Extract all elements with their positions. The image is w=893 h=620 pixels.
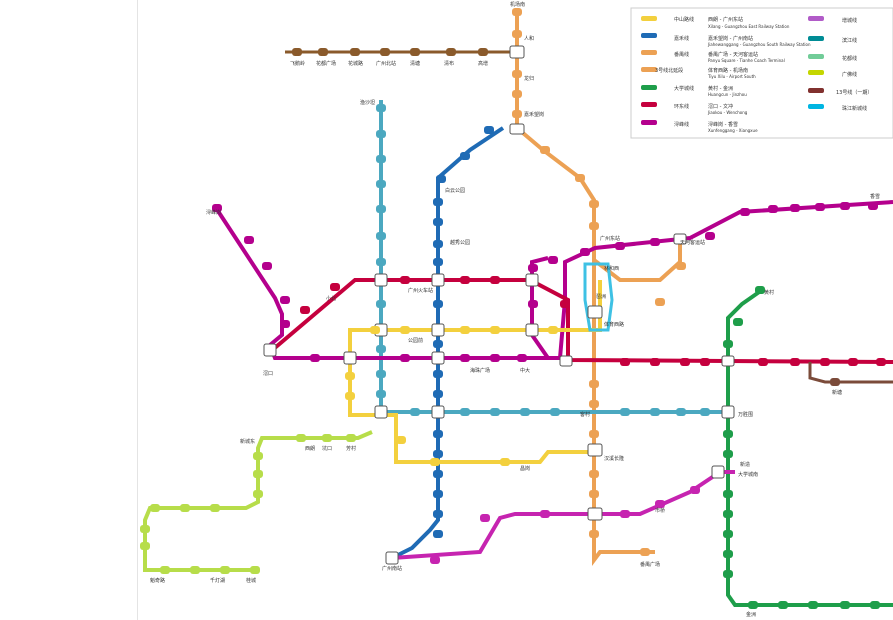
station-label: 花城路 (348, 60, 363, 67)
station-label: 金洲 (746, 611, 756, 618)
legend-line-stops: 浔峰岗 - 香雪 (708, 121, 738, 128)
station-label: 林和西 (604, 265, 619, 272)
legend-panel: 中山路线 西朗 - 广州东站 Xilang - Guangzhou East R… (630, 7, 893, 139)
legend-line-name: 环东线 (674, 103, 689, 110)
station-label: 新城东 (240, 438, 255, 445)
station-label: 渔沙坦 (360, 99, 375, 106)
station-label: 清布 (444, 60, 454, 67)
legend-line-stops: 滘口 - 文冲 (708, 103, 733, 110)
legend-line-stops: 体育西路 - 机场南 (708, 67, 748, 74)
line-apm (583, 262, 614, 332)
line-6 (214, 200, 893, 360)
legend-rows-left: 中山路线 西朗 - 广州东站 Xilang - Guangzhou East R… (641, 16, 811, 133)
station-label: 小北 (326, 295, 336, 302)
station-label: 市桥 (655, 507, 665, 514)
station-label: 魁奇路 (150, 577, 165, 584)
line-13 (808, 362, 893, 384)
station-label: 香雪 (870, 193, 880, 200)
station-label: 海珠广场 (470, 367, 490, 374)
line-21 (391, 470, 735, 560)
legend-line-name: 番禺线 (674, 51, 689, 58)
station-label: 客村 (580, 411, 590, 418)
line-5 (268, 278, 893, 364)
legend-line-name: 浔峰线 (674, 121, 689, 128)
station-label: 西朗 (305, 445, 315, 452)
legend-line-name: 珠江新城线 (842, 105, 867, 112)
station-markers (263, 45, 735, 565)
legend-line-en: Huangcun - Jinzhou (708, 92, 747, 97)
station-label: 广州南站 (382, 565, 402, 572)
legend-line-name: 3号线北延段 (655, 67, 683, 74)
station-label: 汉溪长隆 (604, 455, 624, 462)
legend-rows-right: 增城线 滨江线 花都线 广佛线 13号线（一期） 珠江新城线 (808, 16, 872, 112)
station-label: 广州火车站 (408, 287, 433, 294)
legend-line-name: 广佛线 (842, 71, 857, 78)
station-label: 琶洲 (596, 294, 606, 300)
station-label: 人和 (524, 35, 534, 42)
station-label: 滘口 (263, 370, 273, 377)
legend-line-en: Xunfenggang - Xiangxue (708, 128, 758, 133)
legend-line-en: Tiyu Xilu - Airport South (707, 74, 756, 79)
station-label: 昌岗 (520, 466, 530, 472)
station-label: 浔峰岗 (206, 209, 221, 216)
station-label: 清塘 (410, 60, 420, 67)
station-label: 机场南 (510, 1, 525, 8)
station-label: 白云公园 (445, 187, 465, 194)
station-label: 高增 (478, 60, 488, 67)
station-label: 大学城南 (738, 471, 758, 478)
station-label: 花都广场 (316, 60, 336, 67)
station-label: 天河客运站 (680, 239, 705, 246)
station-labels: 机场南 飞鹅岭 花都广场 花城路 广州北站 清塘 清布 高增 人和 龙归 嘉禾望… (150, 1, 880, 618)
legend-line-name: 中山路线 (674, 16, 694, 23)
line-2 (391, 126, 505, 560)
station-label: 嘉禾望岗 (524, 111, 544, 118)
station-label: 中大 (520, 367, 530, 374)
legend-line-stops: 嘉禾望岗 - 广州南站 (708, 35, 753, 42)
station-label: 万胜围 (738, 411, 753, 418)
legend-line-en: Jiahewanggang - Guangzhou South Railway … (707, 42, 811, 47)
station-label: 桂城 (246, 577, 256, 584)
station-label: 新塘 (832, 389, 842, 396)
stop-dots (140, 8, 886, 609)
line-4 (726, 288, 893, 607)
station-label: 新造 (740, 461, 750, 468)
station-label: 芳村 (346, 445, 356, 452)
legend-line-en: Xilang - Guangzhou East Railway Station (708, 24, 790, 29)
legend-line-en: Panyu Square - Tianhe Coach Terminal (708, 58, 785, 63)
left-blank-panel (0, 0, 138, 620)
legend-line-name: 大学城线 (674, 85, 694, 92)
station-label: 广州北站 (376, 60, 396, 67)
legend-line-stops: 黄村 - 金洲 (708, 85, 733, 92)
station-label: 黄村 (764, 289, 774, 296)
legend-line-stops: 西朗 - 广州东站 (708, 16, 743, 23)
legend-line-name: 花都线 (842, 55, 857, 62)
legend-line-stops: 番禺广场 - 天河客运站 (708, 51, 758, 58)
station-label: 飞鹅岭 (290, 60, 305, 67)
legend-line-name: 滨江线 (842, 37, 857, 44)
station-label: 番禺广场 (640, 561, 660, 568)
legend-line-name: 嘉禾线 (674, 35, 689, 42)
legend-line-en: Jiaokou - Wenchong (707, 110, 748, 115)
station-label: 龙归 (524, 75, 534, 82)
station-label: 千灯湖 (210, 577, 225, 584)
station-label: 广州东站 (600, 235, 620, 242)
station-label: 体育西路 (604, 321, 624, 328)
station-label: 越秀公园 (450, 239, 470, 246)
line-1 (348, 280, 602, 464)
station-label: 公园前 (408, 337, 423, 344)
legend-line-name: 增城线 (842, 17, 857, 24)
station-label: 坑口 (322, 445, 332, 452)
legend-line-name: 13号线（一期） (836, 89, 872, 96)
